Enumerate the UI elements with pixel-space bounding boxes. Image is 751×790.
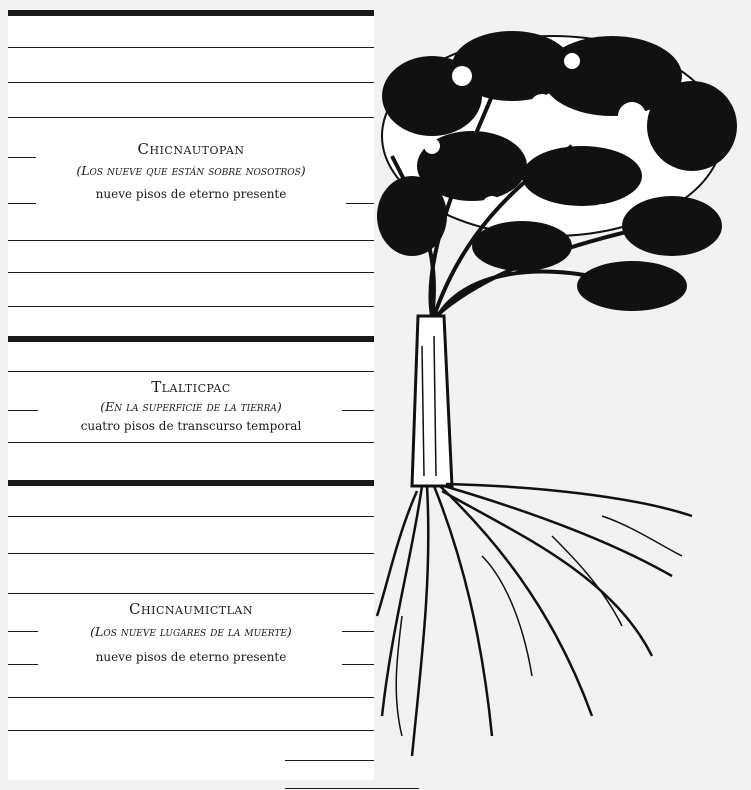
- lower-line-2: [8, 553, 374, 554]
- lower-tick-bottom-1: [285, 760, 374, 761]
- lower-line-1: [8, 516, 374, 517]
- middle-top-border: [8, 336, 374, 342]
- middle-line-2: [8, 442, 374, 443]
- tree-trunk: [410, 314, 454, 488]
- stratum-description: cuatro pisos de transcurso temporal: [80, 419, 302, 433]
- strata-panel: [8, 10, 374, 780]
- lower-tick-right-2: [342, 664, 374, 665]
- lower-tick-right-1: [342, 631, 374, 632]
- upper-line-1: [8, 47, 374, 48]
- upper-line-4: [8, 240, 374, 241]
- middle-line-1: [8, 371, 374, 372]
- upper-top-border: [8, 10, 374, 16]
- stratum-title: Chicnaumictlan: [129, 600, 253, 618]
- middle-tick-left: [8, 410, 38, 411]
- lower-tick-left-1: [8, 631, 38, 632]
- stratum-subtitle: (Los nueve que están sobre nosotros): [76, 163, 306, 178]
- lower-tick-left-2: [8, 664, 38, 665]
- tree-illustration: [375, 31, 737, 757]
- lower-line-5: [8, 730, 374, 731]
- tree-branches: [390, 95, 703, 318]
- stratum-description: nueve pisos de eterno presente: [95, 187, 287, 201]
- stratum-subtitle: (En la superficie de la tierra): [100, 399, 282, 414]
- middle-tick-right: [342, 410, 374, 411]
- stratum-subtitle: (Los nueve lugares de la muerte): [90, 624, 292, 639]
- upper-line-3: [8, 117, 374, 118]
- lower-top-border: [8, 480, 374, 486]
- lower-tick-bottom-2: [285, 788, 419, 789]
- stratum-upper: Chicnautopan (Los nueve que están sobre …: [8, 140, 374, 202]
- upper-line-6: [8, 306, 374, 307]
- lower-line-4: [8, 697, 374, 698]
- upper-line-2: [8, 82, 374, 83]
- lower-line-3: [8, 593, 374, 594]
- stratum-lower: Chicnaumictlan (Los nueve lugares de la …: [8, 600, 374, 665]
- upper-tick-right-2: [346, 203, 374, 204]
- stratum-title: Tlalticpac: [151, 378, 231, 396]
- upper-tick-left-2: [8, 203, 36, 204]
- stratum-title: Chicnautopan: [137, 140, 245, 158]
- stratum-middle: Tlalticpac (En la superficie de la tierr…: [8, 378, 374, 434]
- tree-canopy: [377, 31, 737, 311]
- tree-roots: [375, 482, 693, 757]
- upper-line-5: [8, 272, 374, 273]
- stratum-description: nueve pisos de eterno presente: [95, 650, 287, 664]
- upper-tick-left-1: [8, 157, 36, 158]
